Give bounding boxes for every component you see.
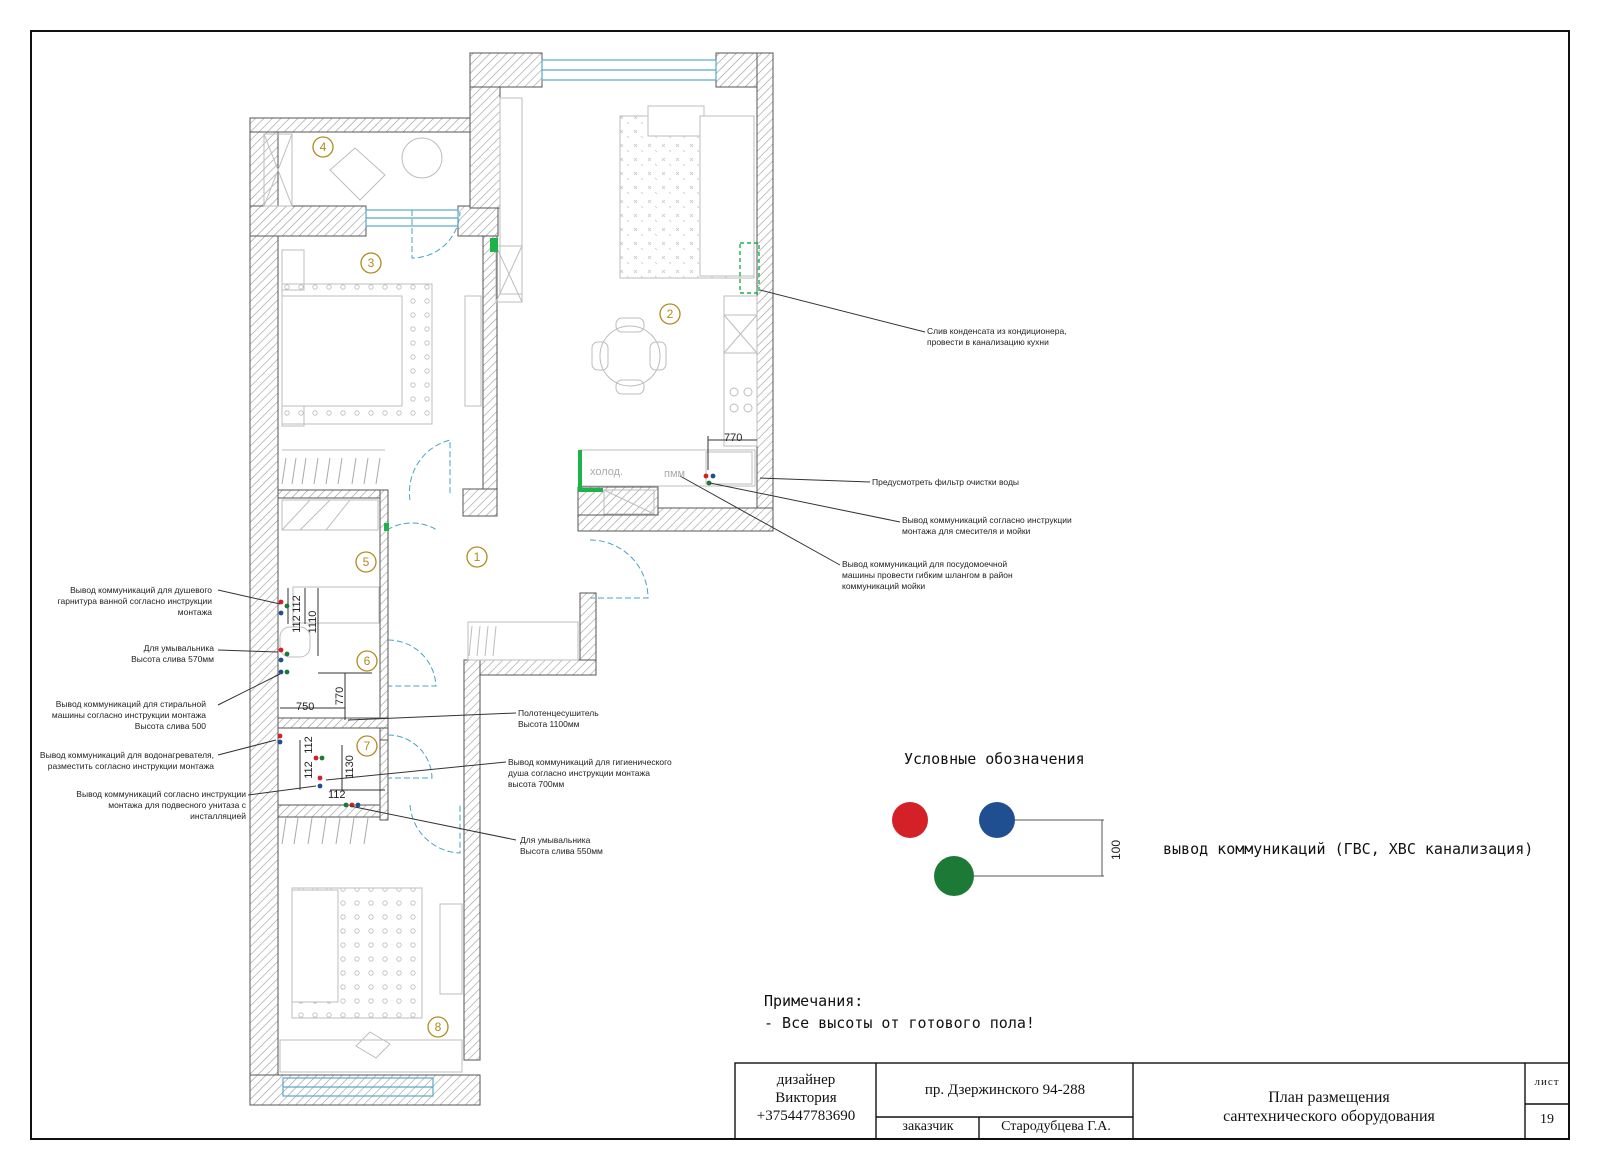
title-block <box>734 1062 1570 1140</box>
dim-wc-1130: 1130 <box>344 755 356 779</box>
room-number-3: 3 <box>368 256 375 270</box>
room-number-8: 8 <box>435 1020 442 1034</box>
note-hygienic-2: душа согласно инструкции монтажа <box>508 768 650 778</box>
note-shower-1: Вывод коммуникаций для душевого <box>70 585 212 595</box>
note-towel-2: Высота 1100мм <box>518 719 580 729</box>
note-toilet-3: инсталляцией <box>190 811 246 821</box>
note-dishwasher-1: Вывод коммуникаций для посудомоечной <box>842 559 1007 569</box>
svg-text:Вывод коммуникаций согласно ин: Вывод коммуникаций согласно инструкциимо… <box>902 515 1072 536</box>
svg-text:Вывод коммуникаций для водонаг: Вывод коммуникаций для водонагревателя,р… <box>40 750 214 771</box>
address: пр. Дзержинского 94-288 <box>924 1082 1086 1098</box>
doors <box>386 210 649 854</box>
dim-bath-1110: 1110 <box>307 611 319 634</box>
note-basin570-2: Высота слива 570мм <box>131 654 214 664</box>
legend-description: вывод коммуникаций (ГВС, ХВС канализация… <box>1163 840 1534 858</box>
note-heater-1: Вывод коммуникаций для водонагревателя, <box>40 750 214 760</box>
walls <box>249 52 774 1106</box>
legend-cold-dot <box>979 802 1015 838</box>
dim-wc-112a: 112 <box>303 736 315 754</box>
room-number-6: 6 <box>364 654 371 668</box>
note-washer-1: Вывод коммуникаций для стиральной <box>56 699 206 709</box>
note-basin570-1: Для умывальника <box>144 643 215 653</box>
note-toilet-2: монтажа для подвесного унитаза с <box>108 800 246 810</box>
notes-line-1: - Все высоты от готового пола! <box>764 1014 1035 1032</box>
room-number-2: 2 <box>667 307 674 321</box>
dim-wc-112c: 112 <box>328 789 346 801</box>
svg-text:Вывод коммуникаций для стираль: Вывод коммуникаций для стиральноймашины … <box>52 699 206 731</box>
legend-dimension: 100 <box>1109 840 1123 860</box>
note-washer-3: Высота слива 500 <box>135 721 206 731</box>
note-condensate-2: провести в канализацию кухни <box>927 337 1049 347</box>
dim-wc-112b: 112 <box>303 761 315 779</box>
legend-hot-dot <box>892 802 928 838</box>
designer-name: Виктория <box>775 1090 837 1106</box>
note-toilet-1: Вывод коммуникаций согласно инструкции <box>76 789 246 799</box>
svg-text:Вывод коммуникаций для посудом: Вывод коммуникаций для посудомоечноймаши… <box>842 559 1013 591</box>
svg-text:Предусмотреть фильтр очистки в: Предусмотреть фильтр очистки воды <box>872 477 1019 487</box>
designer-phone: +375447783690 <box>756 1108 856 1124</box>
note-mixer-1: Вывод коммуникаций согласно инструкции <box>902 515 1072 525</box>
note-heater-2: разместить согласно инструкции монтажа <box>48 761 214 771</box>
legend-drain-dot <box>934 856 974 896</box>
note-basin550-1: Для умывальника <box>520 835 591 845</box>
note-towel-1: Полотенцесушитель <box>518 708 599 718</box>
dim-kitchen-770: 770 <box>724 432 742 444</box>
dim-bath-112b: 112 <box>291 615 303 633</box>
customer-label: заказчик <box>902 1119 954 1134</box>
windows <box>282 59 717 1097</box>
dim-bath-770: 770 <box>334 687 346 705</box>
room-markers <box>312 136 681 1038</box>
room-number-4: 4 <box>320 140 327 154</box>
designer-role: дизайнер <box>776 1072 836 1088</box>
legend-title: Условные обозначения <box>904 750 1085 768</box>
room-number-7: 7 <box>364 739 371 753</box>
svg-text:Слив конденсата из кондиционер: Слив конденсата из кондиционера,провести… <box>927 326 1067 347</box>
room-number-5: 5 <box>363 555 370 569</box>
note-shower-3: монтажа <box>178 607 212 617</box>
note-hygienic-1: Вывод коммуникаций для гигиенического <box>508 757 672 767</box>
designer-cell: дизайнер Виктория +375447783690 <box>737 1071 875 1125</box>
svg-text:Вывод коммуникаций для душевог: Вывод коммуникаций для душевогогарнитура… <box>58 585 213 617</box>
sheet-number: 19 <box>1540 1112 1554 1127</box>
plumbing-outlets <box>277 473 716 808</box>
green-accents <box>384 238 760 531</box>
sheet-title-line-2: сантехнического оборудования <box>1223 1108 1435 1125</box>
dimension-lines <box>280 436 757 791</box>
furniture <box>263 97 758 1073</box>
note-dishwasher-2: машины провести гибким шлангом в район <box>842 570 1013 580</box>
sheet-title: План размещения сантехнического оборудов… <box>1135 1088 1523 1126</box>
note-condensate-1: Слив конденсата из кондиционера, <box>927 326 1067 336</box>
note-dishwasher-3: коммуникаций мойки <box>842 581 925 591</box>
notes: Примечания: - Все высоты от готового пол… <box>764 990 1035 1034</box>
legend: 100 <box>892 802 1123 896</box>
fridge-label: холод. <box>590 466 623 478</box>
sheet-title-line-1: План размещения <box>1268 1089 1390 1106</box>
note-shower-2: гарнитура ванной согласно инструкции <box>58 596 213 606</box>
annotations: Слив конденсата из кондиционера,провести… <box>40 326 1072 856</box>
svg-text:Вывод коммуникаций для гигиен: Вывод коммуникаций для гигиеническогодуш… <box>508 757 672 789</box>
dim-bath-750: 750 <box>296 701 314 713</box>
room-number-1: 1 <box>474 550 481 564</box>
note-basin550-2: Высота слива 550мм <box>520 846 603 856</box>
note-hygienic-3: высота 700мм <box>508 779 564 789</box>
note-filter: Предусмотреть фильтр очистки воды <box>872 477 1019 487</box>
sheet-label: лист <box>1534 1076 1560 1088</box>
customer-name: Стародубцева Г.А. <box>1001 1119 1111 1134</box>
svg-text:Вывод коммуникаций согласно ин: Вывод коммуникаций согласно инструкциимо… <box>76 789 246 821</box>
leader-lines <box>217 289 926 841</box>
note-washer-2: машины согласно инструкции монтажа <box>52 710 206 720</box>
dim-bath-112a: 112 <box>291 595 303 613</box>
note-mixer-2: монтажа для смесителя и мойки <box>902 526 1031 536</box>
dishwasher-label: пмм <box>664 468 685 480</box>
notes-title: Примечания: <box>764 992 864 1010</box>
